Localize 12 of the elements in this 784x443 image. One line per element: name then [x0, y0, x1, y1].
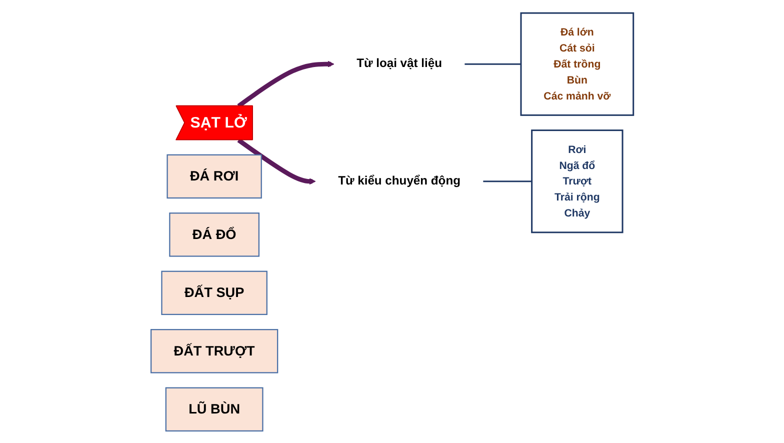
node-box: ĐÁ ĐỔ: [168, 212, 260, 256]
node-text: Từ kiểu chuyển động: [338, 174, 460, 187]
connector: [464, 62, 521, 64]
node-box: LŨ BÙN: [165, 386, 264, 431]
connector: [482, 180, 532, 182]
node-box: Rơi Ngã đổ Trượt Trải rộng Chảy: [530, 129, 624, 233]
node-box: Đá lớn Cát sỏi Đất trồng Bùn Các mảnh vỡ: [520, 12, 634, 116]
node-text: Từ loại vật liệu: [356, 56, 442, 70]
arrow: [237, 138, 316, 184]
node-box: ĐÁ RƠI: [166, 154, 262, 198]
node-box: ĐẤT TRƯỢT: [150, 328, 278, 373]
node-box: ĐẤT SỤP: [160, 270, 268, 315]
